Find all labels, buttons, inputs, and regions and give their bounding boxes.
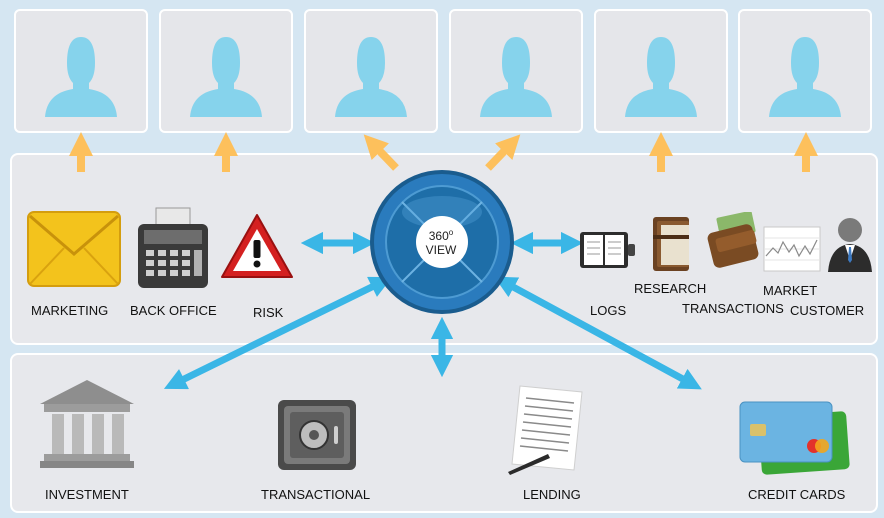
research-label: RESEARCH [634,281,707,296]
envelope-icon [27,211,121,287]
credit-cards-icon [739,401,850,475]
hub-investment-link [163,276,393,390]
marketing-label: MARKETING [31,303,109,318]
hub-credit-cards-link [494,276,702,390]
back-office-label: BACK OFFICE [130,303,217,318]
safe-icon [278,400,356,470]
calculator-icon [138,207,208,288]
user-card [449,9,583,133]
wallet-icon [707,212,759,268]
user-silhouette-icon [335,37,407,117]
transactional-label: TRANSACTIONAL [261,487,371,502]
user-card [304,9,438,133]
hub-value: 360 [428,229,449,243]
market-label: MARKET [763,283,818,298]
user-silhouette-icon [769,37,841,117]
bank-building-icon [40,380,134,468]
risk-label: RISK [253,305,284,320]
hub-label: 360o VIEW [419,222,463,266]
user-card [594,9,728,133]
transactions-label: TRANSACTIONS [682,301,784,316]
user-card [14,9,148,133]
customer-label: CUSTOMER [790,303,865,318]
lending-label: LENDING [523,487,581,502]
investment-label: INVESTMENT [45,487,129,502]
warning-icon [221,214,293,278]
businessman-icon [828,218,872,272]
books-icon [653,217,689,271]
up-arrow [485,134,521,171]
user-card [159,9,293,133]
hub-degree: o [448,228,454,237]
notebook-icon [580,232,635,268]
services-panel [10,353,878,513]
user-silhouette-icon [625,37,697,117]
document-pen-icon [508,385,583,475]
user-silhouette-icon [190,37,262,117]
logs-label: LOGS [590,303,627,318]
credit-cards-label: CREDIT CARDS [748,487,846,502]
user-silhouette-icon [480,37,552,117]
hub-360-icon [370,170,514,314]
market-chart-icon [763,226,821,272]
hub-view-text: VIEW [425,243,457,257]
up-arrow [363,134,399,171]
user-silhouette-icon [45,37,117,117]
